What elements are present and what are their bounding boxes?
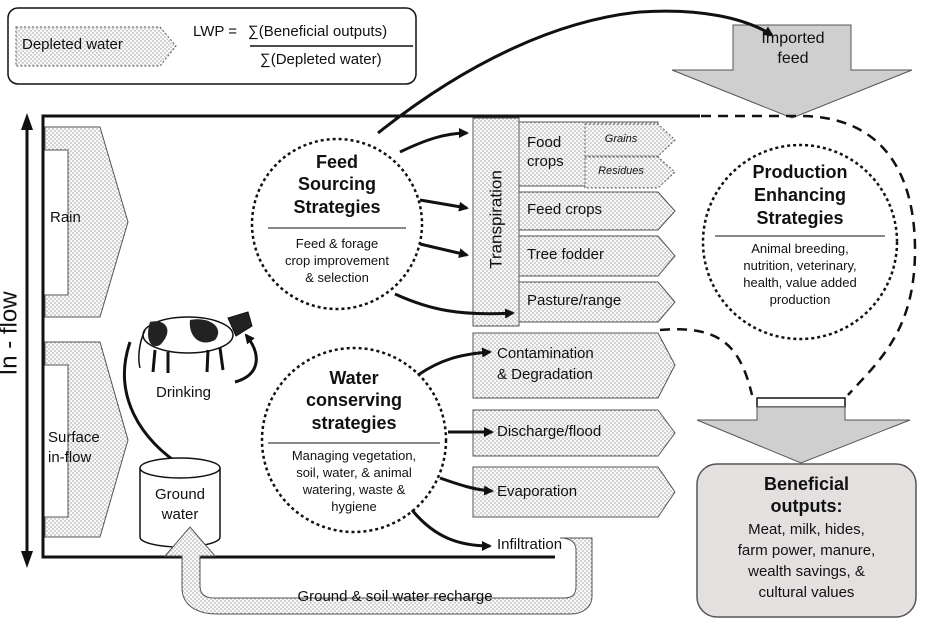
contamination-line2: & Degradation	[497, 366, 593, 383]
imported-feed-arrow	[671, 24, 913, 119]
feed-crops-label: Feed crops	[527, 201, 603, 218]
production-title-2: Enhancing	[753, 185, 846, 205]
legend-denominator: ∑(Depleted water)	[260, 51, 382, 68]
inflow-axis-head-top	[21, 113, 33, 130]
inflow-axis-label: In - flow	[0, 291, 23, 376]
beneficial-line2: farm power, manure,	[737, 542, 876, 559]
rain-label: Rain	[50, 209, 81, 226]
dashed-top-arc	[548, 114, 917, 396]
discharge-label: Discharge/flood	[497, 423, 602, 440]
feed-arrow-pasture	[394, 292, 515, 319]
water-arrow-infiltration	[410, 509, 492, 551]
feed-crops-chevron	[518, 191, 676, 231]
surface-label-line1: Surface	[48, 429, 100, 446]
beneficial-line1: Meat, milk, hides,	[748, 521, 865, 538]
infiltration-label: Infiltration	[497, 536, 563, 553]
transpiration-block	[472, 117, 520, 327]
beneficial-line4: cultural values	[758, 584, 855, 601]
tree-fodder-chevron	[518, 235, 676, 277]
beneficial-line3: wealth savings, &	[748, 563, 865, 580]
water-strategies-title-2: conserving	[305, 390, 403, 410]
residues-chevron	[584, 156, 676, 189]
drinking-label: Drinking	[156, 384, 212, 401]
contamination-line1: Contamination	[497, 345, 594, 362]
evaporation-label: Evaporation	[497, 483, 578, 500]
imported-feed-line1: Imported	[761, 30, 825, 47]
feed-arrow-food	[399, 128, 469, 154]
water-strategies-title-1: Water	[329, 368, 379, 388]
recharge-arrow	[163, 526, 593, 615]
recharge-label: Ground & soil water recharge	[297, 588, 493, 605]
water-arrow-contamination	[417, 347, 492, 377]
feed-arrow-feed	[419, 198, 469, 212]
feed-strategies-title-1: Feed	[315, 152, 358, 172]
feed-strategies-title-2: Sourcing	[297, 174, 376, 194]
grains-chevron	[584, 123, 676, 157]
beneficial-title-2: outputs:	[770, 496, 843, 516]
production-body-2: nutrition, veterinary,	[743, 258, 857, 273]
beneficial-title-1: Beneficial	[763, 474, 850, 494]
food-crops-line1: Food	[527, 134, 562, 151]
food-crops-line2: crops	[527, 153, 564, 170]
legend-depleted-chevron	[15, 26, 177, 67]
contamination-chevron	[472, 332, 676, 399]
water-strategies-body-3: watering, waste &	[302, 482, 406, 497]
legend-numerator: ∑(Beneficial outputs)	[248, 23, 388, 40]
beneficial-box	[696, 463, 917, 618]
feed-strategies-body-2: crop improvement	[284, 253, 390, 268]
feed-strategies-body-3: & selection	[305, 270, 369, 285]
imported-feed-line2: feed	[777, 50, 809, 67]
feed-strategies-circle	[250, 137, 424, 311]
inflow-axis-head-bottom	[21, 551, 33, 568]
feed-strategies-title-3: Strategies	[293, 197, 381, 217]
rain-arrow	[44, 126, 129, 318]
import-curve-arrow	[377, 9, 774, 135]
production-body-3: health, value added	[743, 275, 857, 290]
production-body-1: Animal breeding,	[751, 241, 849, 256]
ground-water-line2: water	[161, 506, 199, 523]
feed-arrow-tree	[419, 242, 469, 259]
cow-illustration	[138, 311, 253, 373]
production-title-1: Production	[752, 162, 848, 182]
system-frame	[41, 114, 700, 559]
pasture-label: Pasture/range	[527, 292, 622, 309]
evaporation-chevron	[472, 466, 676, 518]
drinking-arrow	[234, 333, 258, 384]
water-strategies-body-1: Managing vegetation,	[291, 448, 417, 463]
water-arrow-evaporation	[439, 476, 494, 496]
production-body-4: production	[769, 292, 831, 307]
transpiration-label: Transpiration	[486, 170, 506, 269]
ground-water-cylinder	[139, 457, 221, 548]
water-strategies-circle	[260, 346, 448, 534]
production-strategies-circle	[701, 143, 899, 341]
outputs-bars	[756, 397, 846, 408]
feed-strategies-body-1: Feed & forage	[295, 236, 379, 251]
water-strategies-title-3: strategies	[311, 413, 397, 433]
residues-label: Residues	[598, 165, 644, 177]
legend-lwp-prefix: LWP =	[193, 23, 238, 40]
production-title-3: Strategies	[756, 208, 844, 228]
discharge-chevron	[472, 409, 676, 457]
tree-fodder-label: Tree fodder	[527, 246, 604, 263]
water-strategies-body-2: soil, water, & animal	[296, 465, 412, 480]
legend-depleted-label: Depleted water	[22, 36, 123, 53]
grains-label: Grains	[604, 133, 638, 145]
surface-label-line2: in-flow	[48, 449, 92, 466]
beneficial-arrow	[696, 406, 911, 464]
dashed-bottom-arc	[659, 328, 754, 396]
ground-water-line1: Ground	[154, 486, 206, 503]
surface-inflow-arrow	[44, 341, 129, 538]
pasture-chevron	[518, 281, 676, 323]
water-strategies-body-4: hygiene	[331, 499, 377, 514]
